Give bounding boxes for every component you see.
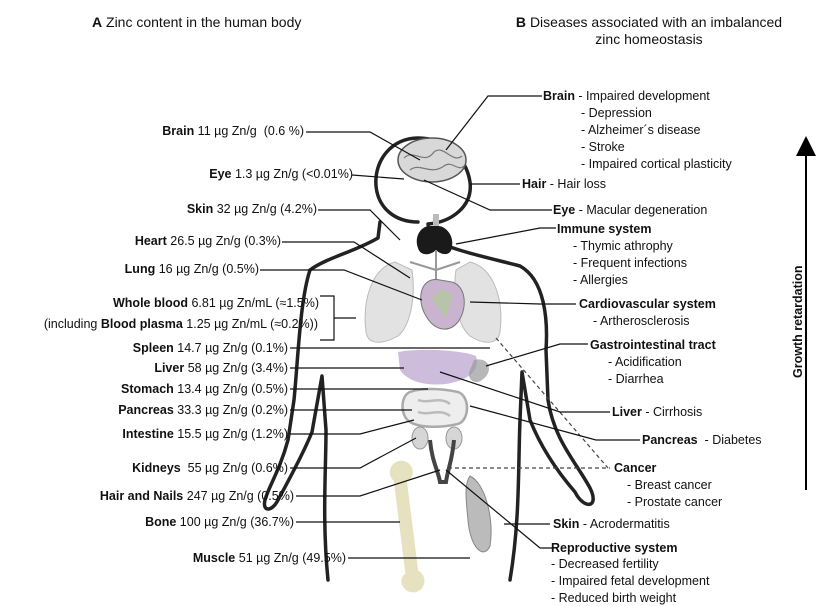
disease-brain: Brain - Impaired development: [543, 89, 710, 104]
zinc-row-blood-plasma: (including Blood plasma 1.25 µg Zn/mL (≈…: [44, 317, 318, 332]
disease-liver: Liver - Cirrhosis: [612, 405, 702, 420]
disease-brain-list: - Depression - Alzheimer´s disease - Str…: [581, 106, 732, 172]
zinc-row-whole-blood: Whole blood 6.81 µg Zn/mL (≈1.5%): [113, 296, 319, 311]
zinc-row-heart: Heart 26.5 µg Zn/g (0.3%): [135, 234, 281, 249]
disease-repro: Reproductive system: [551, 541, 677, 556]
zinc-row-muscle: Muscle 51 µg Zn/g (49.5%): [193, 551, 346, 566]
zinc-row-pancreas: Pancreas 33.3 µg Zn/g (0.2%): [118, 403, 288, 418]
panel-a-letter: A: [92, 14, 102, 30]
panel-b-letter: B: [516, 14, 526, 30]
zinc-row-stomach: Stomach 13.4 µg Zn/g (0.5%): [121, 382, 288, 397]
disease-immune-list: - Thymic athrophy - Frequent infections …: [573, 239, 687, 288]
disease-eye: Eye - Macular degeneration: [553, 203, 707, 218]
disease-cardio-list: - Artherosclerosis: [593, 314, 690, 329]
heart-organ: [421, 280, 465, 330]
brain-organ: [398, 138, 466, 182]
panel-b-title-line1: Diseases associated with an imbalanced: [530, 14, 782, 30]
disease-gi: Gastrointestinal tract: [590, 338, 716, 353]
zinc-row-hair-nails: Hair and Nails 247 µg Zn/g (0.5%): [100, 489, 294, 504]
bone-organ: [396, 467, 418, 586]
disease-immune: Immune system: [557, 222, 651, 237]
panel-a-title-text: Zinc content in the human body: [106, 14, 301, 30]
disease-repro-list: - Decreased fertility - Impaired fetal d…: [551, 557, 709, 606]
panel-a-title: A Zinc content in the human body: [92, 14, 301, 31]
zinc-row-intestine: Intestine 15.5 µg Zn/g (1.2%): [122, 427, 288, 442]
zinc-row-liver: Liver 58 µg Zn/g (3.4%): [154, 361, 288, 376]
panel-a-leaders: [260, 132, 490, 558]
zinc-row-bone: Bone 100 µg Zn/g (36.7%): [145, 515, 294, 530]
disease-cancer: Cancer: [614, 461, 656, 476]
zinc-row-skin: Skin 32 µg Zn/g (4.2%): [187, 202, 317, 217]
growth-retardation-label: Growth retardation: [791, 265, 805, 378]
muscle-organ: [466, 476, 491, 552]
disease-hair: Hair - Hair loss: [522, 177, 606, 192]
zinc-row-spleen: Spleen 14.7 µg Zn/g (0.1%): [133, 341, 288, 356]
liver-organ: [398, 350, 477, 385]
disease-pancreas: Pancreas - Diabetes: [642, 433, 762, 448]
disease-skin: Skin - Acrodermatitis: [553, 517, 670, 532]
disease-gi-list: - Acidification - Diarrhea: [608, 355, 682, 387]
disease-cancer-list: - Breast cancer - Prostate cancer: [627, 478, 722, 510]
panel-b-title-line2: zinc homeostasis: [595, 31, 702, 47]
intestine-organ: [403, 389, 468, 427]
zinc-row-kidneys: Kidneys 55 µg Zn/g (0.6%): [132, 461, 288, 476]
panel-b-title: B Diseases associated with an imbalanced…: [484, 14, 814, 48]
disease-cardio: Cardiovascular system: [579, 297, 716, 312]
zinc-row-lung: Lung 16 µg Zn/g (0.5%): [125, 262, 259, 277]
zinc-row-brain: Brain 11 µg Zn/g (0.6 %): [162, 124, 304, 139]
zinc-row-eye: Eye 1.3 µg Zn/g (<0.01%): [209, 167, 353, 182]
